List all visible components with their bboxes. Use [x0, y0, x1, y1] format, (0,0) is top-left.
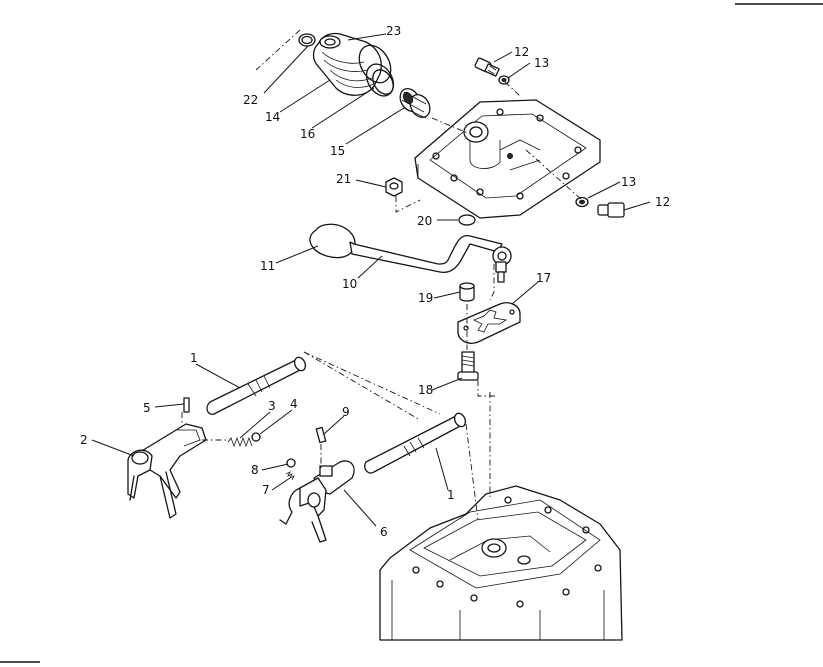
- part-11-knob: [309, 223, 356, 259]
- callout-1-lower: 1: [447, 488, 455, 502]
- part-13-washer-right: [575, 196, 589, 208]
- callout-11: 11: [260, 259, 275, 273]
- callout-10: 10: [342, 277, 357, 291]
- callout-14: 14: [265, 110, 280, 124]
- callout-23: 23: [386, 24, 401, 38]
- part-12-bolt-top: [474, 57, 500, 77]
- part-17-gate-plate: [457, 302, 521, 344]
- callout-6: 6: [380, 525, 388, 539]
- callout-7: 7: [262, 483, 270, 497]
- part-23-ring: [358, 44, 392, 84]
- part-20-o-ring: [458, 214, 476, 226]
- callout-18: 18: [418, 383, 433, 397]
- callout-21: 21: [336, 172, 351, 186]
- assembly-guide-lines: [181, 29, 583, 521]
- part-15-spring-seat: [399, 88, 431, 119]
- part-4-ball: [251, 432, 261, 442]
- part-14-boot: [312, 32, 382, 96]
- callout-3: 3: [268, 399, 276, 413]
- leader-lines: [91, 33, 651, 527]
- part-1-shift-rail-lower: [364, 412, 467, 474]
- callout-12-right: 12: [655, 195, 670, 209]
- part-16-ring: [365, 63, 395, 97]
- part-5-pin: [183, 397, 190, 413]
- callout-13-right: 13: [621, 175, 636, 189]
- callout-20: 20: [417, 214, 432, 228]
- part-7-spring: [285, 471, 295, 481]
- callout-labels: 22 23 14 16 15 12 13 21 13 12 20 11 10 1…: [80, 24, 670, 539]
- part-9-pin: [315, 426, 327, 444]
- part-2-shift-fork: [127, 423, 207, 519]
- callout-22: 22: [243, 93, 258, 107]
- callout-15: 15: [330, 144, 345, 158]
- callout-9: 9: [342, 405, 350, 419]
- callout-4: 4: [290, 397, 298, 411]
- callout-8: 8: [251, 463, 259, 477]
- callout-16: 16: [300, 127, 315, 141]
- part-13-washer-top: [498, 75, 510, 85]
- part-1-shift-rail-upper: [206, 356, 307, 415]
- part-19-bush: [459, 282, 475, 302]
- callout-2: 2: [80, 433, 88, 447]
- part-12-bolt-right: [597, 202, 625, 218]
- callout-5: 5: [143, 401, 151, 415]
- gearbox-housing: [379, 485, 623, 641]
- part-3-spring: [227, 436, 253, 448]
- callout-1-upper: 1: [190, 351, 198, 365]
- callout-19: 19: [418, 291, 433, 305]
- callout-12-top: 12: [514, 45, 529, 59]
- part-8-ball: [286, 458, 296, 468]
- part-18-bolt: [457, 351, 479, 381]
- callout-13-top: 13: [534, 56, 549, 70]
- callout-17: 17: [536, 271, 551, 285]
- part-10-gear-lever: [349, 234, 512, 283]
- part-22-clip: [298, 33, 316, 47]
- part-6-shift-fork: [279, 460, 355, 543]
- part-21-nut: [385, 177, 403, 197]
- top-cover-plate: [414, 99, 601, 219]
